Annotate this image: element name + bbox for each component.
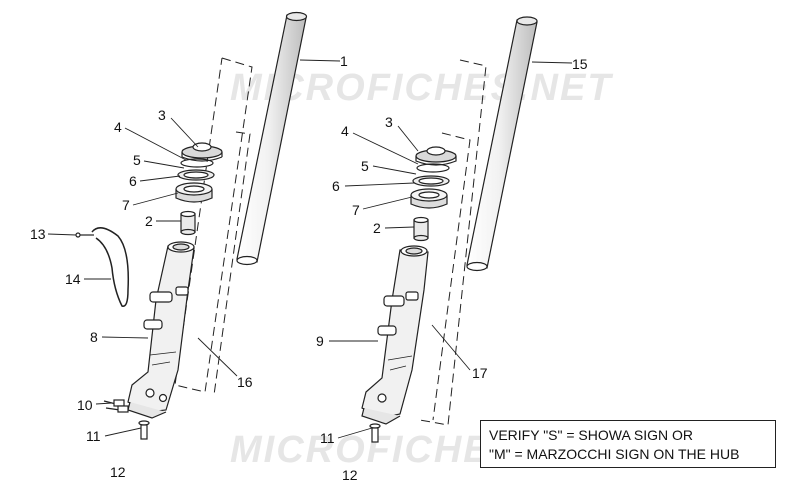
stanchion-tube-left	[236, 11, 308, 266]
drain-bolt-right	[369, 423, 381, 443]
left-fork-dashed-inner	[213, 131, 251, 396]
callout-12-right: 12	[342, 467, 358, 483]
right-fork-dashed-inner	[432, 132, 471, 421]
callout-4-right: 4	[341, 123, 349, 139]
callout-9: 9	[316, 333, 324, 349]
callout-4-left: 4	[114, 119, 122, 135]
callout-15: 15	[572, 56, 588, 72]
drain-bolt-left	[138, 420, 150, 440]
callout-10: 10	[77, 397, 93, 413]
left-fork-dashed-outline	[174, 57, 253, 393]
leader-lines	[47, 59, 573, 439]
callout-7-right: 7	[352, 202, 360, 218]
callout-5-right: 5	[361, 158, 369, 174]
oil-seal-right	[410, 188, 448, 209]
note-line-2: "M" = MARZOCCHI SIGN ON THE HUB	[489, 446, 740, 462]
top-cap-right	[415, 146, 457, 166]
fork-slider-left	[127, 241, 195, 419]
callout-17: 17	[472, 365, 488, 381]
callout-14: 14	[65, 271, 81, 287]
stop-ring-right	[416, 163, 450, 173]
cable-left	[75, 227, 130, 307]
verify-note-box: VERIFY "S" = SHOWA SIGN OR "M" = MARZOCC…	[480, 420, 776, 468]
callout-7-left: 7	[122, 197, 130, 213]
stanchion-tube-right	[466, 16, 538, 272]
callout-6-right: 6	[332, 178, 340, 194]
oil-seal-left	[175, 182, 213, 203]
callout-2-right: 2	[373, 220, 381, 236]
callout-6-left: 6	[129, 173, 137, 189]
callout-3-right: 3	[385, 114, 393, 130]
callout-3-left: 3	[158, 107, 166, 123]
note-line-1: VERIFY "S" = SHOWA SIGN OR	[489, 427, 694, 443]
bolts-left	[103, 399, 129, 413]
bushing-right	[413, 216, 429, 242]
callout-13: 13	[30, 226, 46, 242]
callout-2-left: 2	[145, 213, 153, 229]
stop-ring-left	[180, 158, 214, 168]
callout-16: 16	[237, 374, 253, 390]
callout-11-left: 11	[86, 428, 101, 444]
callout-11-right: 11	[320, 430, 335, 446]
callout-5-left: 5	[133, 152, 141, 168]
top-cap-left	[181, 142, 223, 162]
fork-slider-right	[361, 245, 429, 425]
bushing-left	[180, 210, 196, 236]
callout-1: 1	[340, 53, 348, 69]
right-fork-assembly	[361, 16, 538, 443]
callout-8: 8	[90, 329, 98, 345]
left-fork-assembly	[75, 11, 308, 440]
callout-12-left: 12	[110, 464, 126, 480]
